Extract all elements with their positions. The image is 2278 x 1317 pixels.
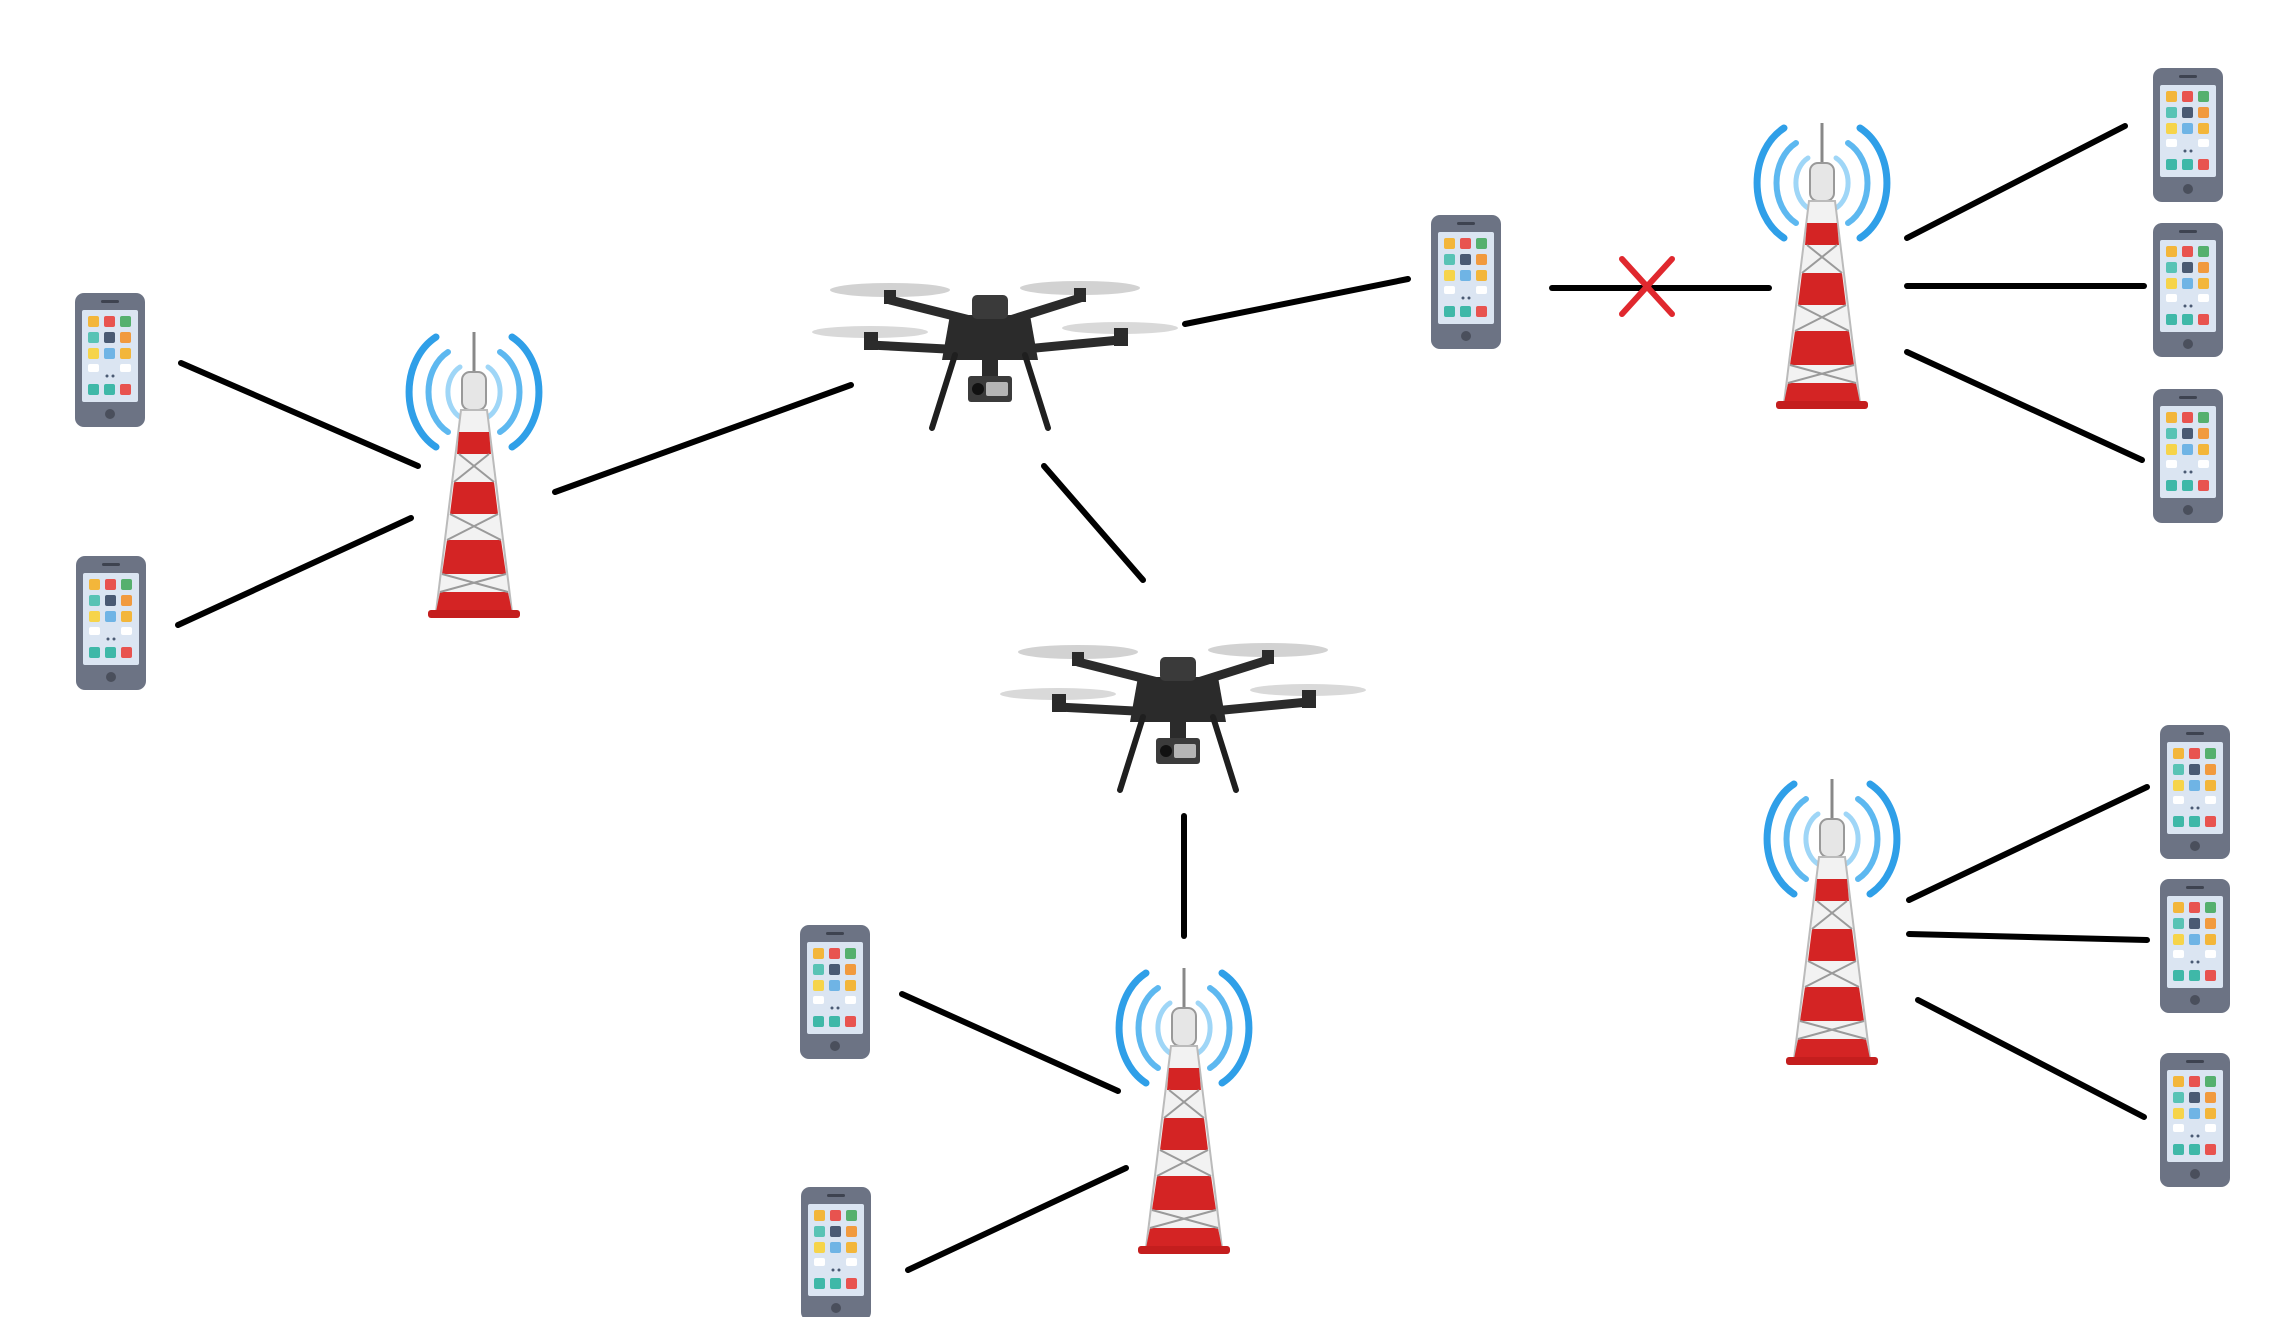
drone-icon — [1000, 643, 1366, 790]
link-tower-4-phone-h — [1906, 784, 2150, 903]
link-tower-4-phone-i — [1906, 931, 2150, 943]
link-phone-a-tower-1 — [178, 360, 421, 469]
link-phone-b-tower-1 — [175, 515, 414, 628]
link-drone-1-phone-relay — [1182, 276, 1411, 327]
smartphone-icon — [75, 293, 145, 427]
smartphone-icon — [76, 556, 146, 690]
smartphone-icon — [801, 1187, 871, 1317]
link-tower-1-drone-1 — [552, 382, 854, 495]
cell-tower-icon — [1757, 123, 1887, 409]
link-phone-f-tower-3 — [899, 991, 1121, 1094]
link-phone-g-tower-3 — [905, 1165, 1129, 1273]
cell-tower-icon — [1767, 779, 1897, 1065]
smartphone-icon — [2153, 389, 2223, 523]
broken-link-icon — [1619, 256, 1675, 317]
smartphone-icon — [800, 925, 870, 1059]
smartphone-icon — [2160, 879, 2230, 1013]
link-tower-4-phone-j — [1915, 997, 2147, 1120]
link-drone-1-drone-2 — [1041, 463, 1146, 583]
smartphone-icon — [1431, 215, 1501, 349]
drone-icon — [812, 281, 1178, 428]
cell-tower-icon — [409, 332, 539, 618]
link-tower-2-phone-c — [1904, 123, 2128, 241]
smartphone-icon — [2160, 1053, 2230, 1187]
smartphone-icon — [2153, 68, 2223, 202]
link-tower-2-phone-e — [1904, 349, 2145, 463]
smartphone-icon — [2160, 725, 2230, 859]
cell-tower-icon — [1119, 968, 1249, 1254]
smartphone-icon — [2153, 223, 2223, 357]
